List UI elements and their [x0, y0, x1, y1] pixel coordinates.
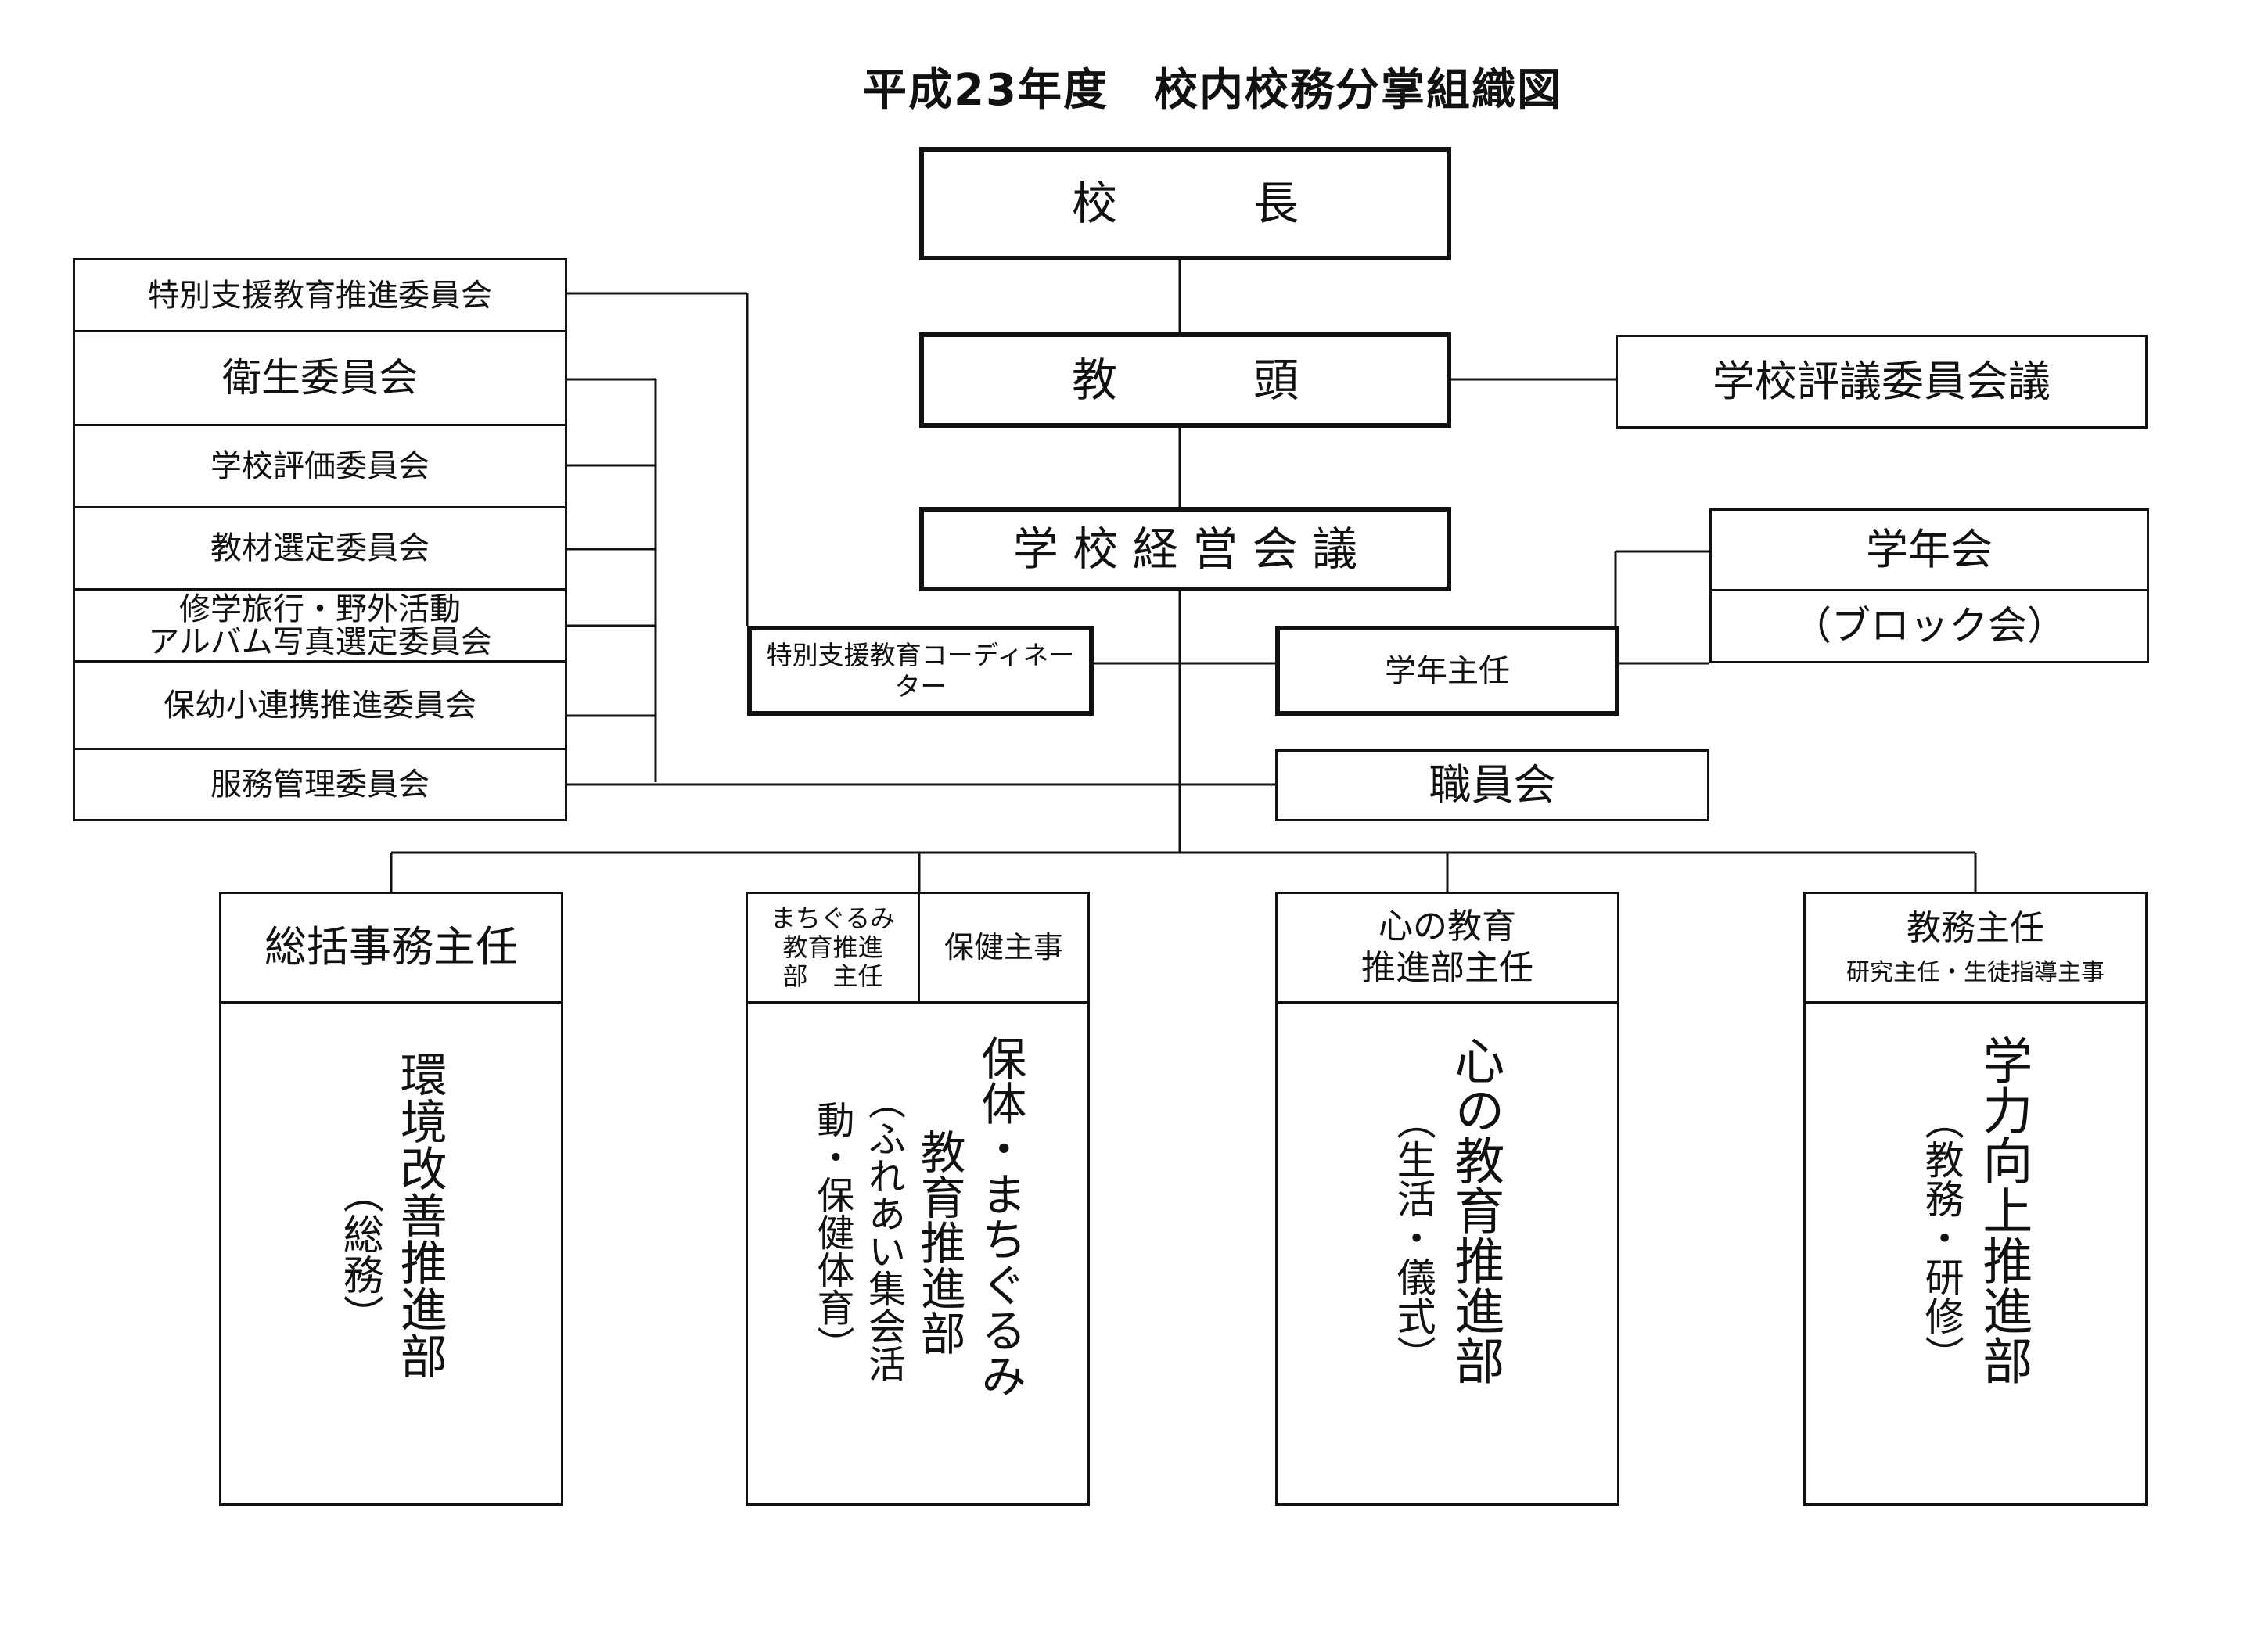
management-council-box: 学 校 経 営 会 議 [919, 507, 1451, 591]
grade-meeting-label: 学年会 [1712, 511, 2147, 591]
department-main-heart: 心の教育推進部 [1446, 1035, 1504, 1385]
page-title: 平成23年度 校内校務分掌組織図 [863, 65, 1562, 116]
department-body-academic: 学力向上推進部 （教務・研修） [1806, 1004, 2145, 1503]
committee-special-support: 特別支援教育推進委員会 [75, 260, 565, 332]
department-sub-heart: （生活・儀式） [1390, 1101, 1436, 1374]
department-head-academic-cell: 教務主任 研究主任・生徒指導主事 [1806, 894, 2145, 1004]
committee-school-evaluation: 学校評価委員会 [75, 426, 565, 508]
department-sub-health-2: 動・保健体育） [810, 1101, 854, 1363]
department-head-health: 保健主事 [920, 894, 1087, 1004]
department-main-health-1: 保体・まちぐるみ [973, 1035, 1027, 1398]
school-council-box: 学校評議委員会議 [1616, 335, 2148, 429]
committee-preschool-liaison: 保幼小連携推進委員会 [75, 663, 565, 750]
department-body-health: 保体・まちぐるみ 教育推進部 （ふれあい集会活 動・保健体育） [748, 1004, 1087, 1503]
department-sub-academic: （教務・研修） [1918, 1101, 1964, 1374]
department-main-health-2: 教育推進部 [912, 1128, 966, 1356]
department-head-academic-sub: 研究主任・生徒指導主事 [1846, 958, 2104, 986]
department-body-general: 環境改善推進部 （総務） [221, 1004, 561, 1503]
department-body-heart: 心の教育推進部 （生活・儀式） [1278, 1004, 1617, 1503]
department-health-community: まちぐるみ 教育推進 部 主任 保健主事 保体・まちぐるみ 教育推進部 （ふれあ… [746, 892, 1090, 1506]
committee-service-management: 服務管理委員会 [210, 767, 430, 803]
grade-meeting-box: 学年会 （ブロック会） [1709, 508, 2149, 663]
committee-hygiene: 衛生委員会 [75, 332, 565, 426]
grade-head-box: 学年主任 [1275, 626, 1619, 716]
department-head-heart: 心の教育 推進部主任 [1278, 894, 1617, 1004]
department-sub-health-1: （ふれあい集会活 [861, 1082, 905, 1382]
department-general-affairs: 総括事務主任 環境改善推進部 （総務） [219, 892, 563, 1506]
department-head-community: まちぐるみ 教育推進 部 主任 [748, 894, 920, 1004]
committee-materials-selection: 教材選定委員会 [75, 508, 565, 591]
department-main-general: 環境改善推進部 [392, 1050, 447, 1379]
vice-principal-box: 教 頭 [919, 332, 1451, 428]
principal-box: 校 長 [919, 147, 1451, 260]
block-meeting-label: （ブロック会） [1792, 602, 2066, 648]
staff-meeting-box: 職員会 [1275, 749, 1709, 821]
department-main-academic: 学力向上推進部 [1974, 1035, 2033, 1385]
department-sub-general: （総務） [336, 1173, 383, 1335]
department-academic: 教務主任 研究主任・生徒指導主事 学力向上推進部 （教務・研修） [1803, 892, 2148, 1506]
department-heart-education: 心の教育 推進部主任 心の教育推進部 （生活・儀式） [1275, 892, 1619, 1506]
department-head-general: 総括事務主任 [221, 894, 561, 1004]
committee-stack: 特別支援教育推進委員会 衛生委員会 学校評価委員会 教材選定委員会 修学旅行・野… [73, 258, 567, 821]
committee-field-trip-album: 修学旅行・野外活動 アルバム写真選定委員会 [75, 591, 565, 663]
special-coordinator-box: 特別支援教育コーディネー ター [747, 626, 1094, 716]
department-head-academic: 教務主任 [1907, 907, 2044, 948]
